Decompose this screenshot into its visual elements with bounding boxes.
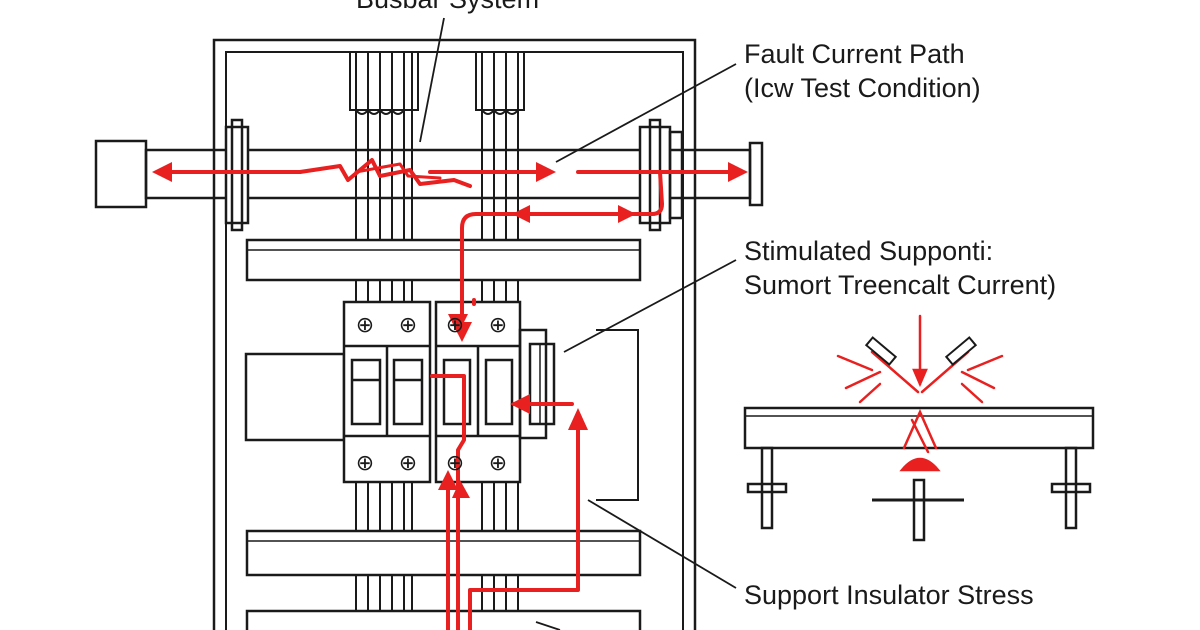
fault-path-line2: (Icw Test Condition)	[744, 73, 981, 103]
fault-current-path-label: Fault Current Path (Icw Test Condition)	[744, 37, 981, 105]
upper-support-beam	[245, 238, 642, 282]
insulator-beam-detail	[743, 406, 1095, 542]
stimulated-line1: Stimulated Supponti:	[744, 236, 994, 266]
insulator-pins	[864, 336, 978, 366]
fault-arrowheads	[152, 162, 748, 498]
screw-icon: ⊕	[489, 451, 507, 476]
screw-icon: ⊕	[399, 451, 417, 476]
insulator-stress-sketch	[836, 314, 1004, 472]
screw-icon: ⊕	[356, 451, 374, 476]
stimulated-line2: Sumort Treencalt Current)	[744, 270, 1057, 300]
leader-lines	[419, 17, 737, 630]
main-horizontal-busbar	[94, 118, 764, 232]
control-block	[244, 352, 346, 442]
screw-icon: ⊕	[356, 313, 374, 338]
fault-zigzag	[298, 158, 472, 188]
lower-support-beam	[245, 529, 642, 630]
screw-icon: ⊕	[489, 313, 507, 338]
breaker-left	[342, 300, 432, 484]
cabinet-enclosure	[212, 38, 697, 630]
busbar-system-label: Busbar System	[356, 0, 539, 16]
terminal-screws: ⊕ ⊕ ⊕ ⊕ ⊕ ⊕ ⊕ ⊕	[356, 313, 507, 476]
fault-current-paths	[156, 158, 742, 630]
screw-icon: ⊕	[446, 313, 464, 338]
stimulated-support-label: Stimulated Supponti: Sumort Treencalt Cu…	[744, 234, 1056, 302]
support-insulator-stress-label: Support Insulator Stress	[744, 578, 1034, 612]
support-stress-text: Support Insulator Stress	[744, 580, 1034, 610]
side-bracket	[596, 329, 639, 501]
busbar-system-text: Busbar System	[356, 0, 539, 16]
screw-icon: ⊕	[399, 313, 417, 338]
screw-icon: ⊕	[446, 451, 464, 476]
breaker-right	[434, 300, 556, 484]
fault-path-line1: Fault Current Path	[744, 39, 965, 69]
